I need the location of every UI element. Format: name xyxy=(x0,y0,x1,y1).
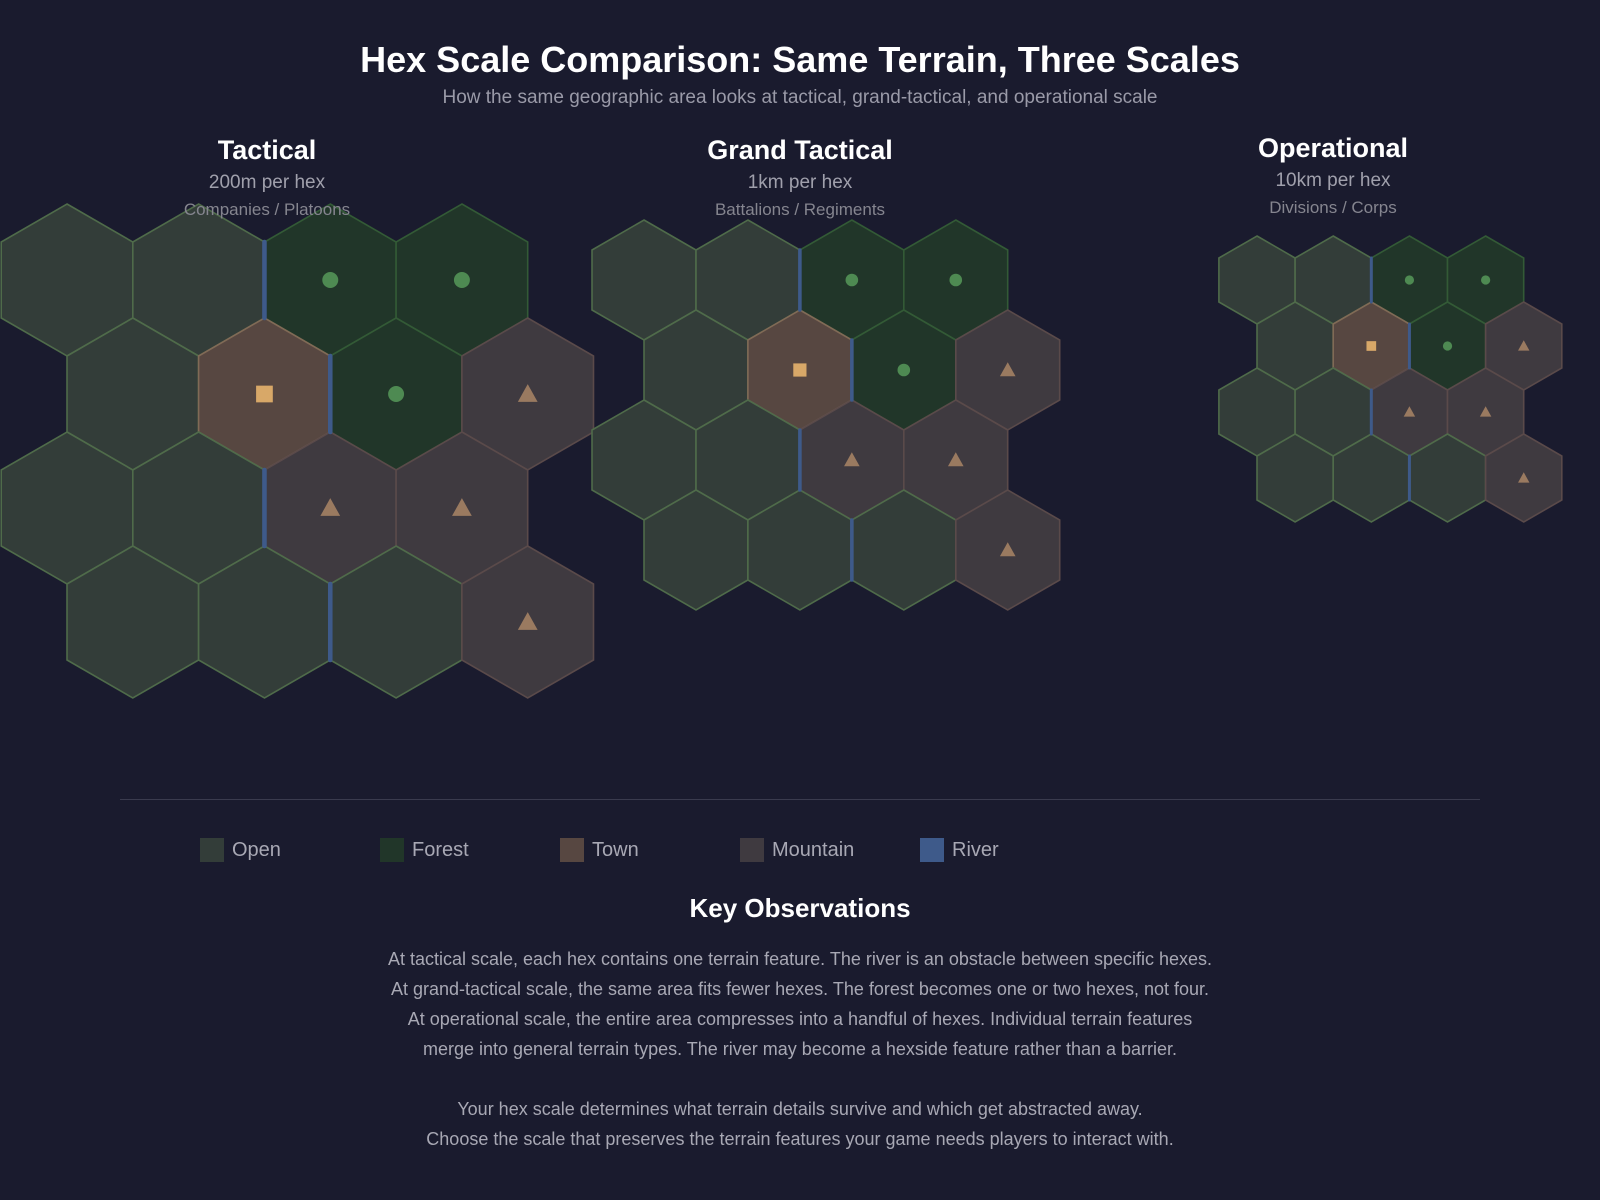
observation-line: At operational scale, the entire area co… xyxy=(407,1009,1193,1029)
panel-title: Grand Tactical xyxy=(707,135,893,165)
forest-marker-icon xyxy=(1481,275,1491,285)
mountain-marker-icon xyxy=(517,612,538,630)
mountain-marker-icon xyxy=(517,384,538,402)
panel-scale: 200m per hex xyxy=(208,172,326,193)
observations-title: Key Observations xyxy=(689,893,911,923)
tactical-hex-grid xyxy=(0,203,595,699)
legend-swatch xyxy=(560,838,584,862)
forest-marker-icon xyxy=(322,272,339,288)
forest-marker-icon xyxy=(949,273,963,287)
town-marker-icon xyxy=(256,385,273,403)
hex-maps xyxy=(0,203,1563,699)
legend-item-open: Open xyxy=(200,838,281,862)
mountain-marker-icon xyxy=(452,498,472,516)
mountain-marker-icon xyxy=(320,498,341,516)
forest-marker-icon xyxy=(845,273,859,287)
forest-marker-icon xyxy=(388,386,405,402)
panel-units: Companies / Platoons xyxy=(183,200,351,219)
legend-swatch xyxy=(740,838,764,862)
tactical-panel-header: Tactical 200m per hex Companies / Platoo… xyxy=(87,134,447,221)
legend-label: Mountain xyxy=(772,839,855,861)
observation-line: merge into general terrain types. The ri… xyxy=(422,1039,1178,1059)
panel-scale: 10km per hex xyxy=(1275,170,1391,191)
forest-marker-icon xyxy=(453,272,470,288)
grand-tactical-panel-header: Grand Tactical 1km per hex Battalions / … xyxy=(620,134,980,221)
observation-line: At grand-tactical scale, the same area f… xyxy=(390,979,1210,999)
observation-line: At tactical scale, each hex contains one… xyxy=(387,949,1213,969)
legend-label: Open xyxy=(232,839,281,861)
closing-line: Choose the scale that preserves the terr… xyxy=(426,1129,1174,1149)
town-marker-icon xyxy=(793,363,807,377)
legend-item-mountain: Mountain xyxy=(740,838,854,862)
mountain-marker-icon xyxy=(1518,340,1530,351)
mountain-marker-icon xyxy=(947,452,964,467)
panel-title: Operational xyxy=(1257,133,1409,163)
operational-panel-header: Operational 10km per hex Divisions / Cor… xyxy=(1153,132,1513,219)
panel-title: Tactical xyxy=(217,135,317,165)
legend-item-town: Town xyxy=(560,838,639,862)
legend-swatch xyxy=(200,838,224,862)
mountain-marker-icon xyxy=(1403,406,1416,417)
grand-tactical-hex-grid xyxy=(591,219,1061,611)
town-marker-icon xyxy=(1366,341,1377,351)
panel-units: Battalions / Regiments xyxy=(714,200,886,219)
legend-label: Forest xyxy=(412,839,469,861)
legend-item-forest: Forest xyxy=(380,838,469,862)
page-subtitle: How the same geographic area looks at ta… xyxy=(442,87,1158,108)
panel-scale: 1km per hex xyxy=(747,172,853,193)
forest-marker-icon xyxy=(1404,275,1415,285)
forest-marker-icon xyxy=(897,363,911,377)
legend-label: Town xyxy=(592,839,639,861)
mountain-marker-icon xyxy=(1479,406,1492,417)
mountain-marker-icon xyxy=(999,362,1016,377)
legend-swatch xyxy=(920,838,944,862)
legend-item-river: River xyxy=(920,838,999,862)
mountain-marker-icon xyxy=(999,542,1016,557)
mountain-marker-icon xyxy=(844,452,860,467)
section-divider xyxy=(120,799,1480,800)
mountain-marker-icon xyxy=(1518,472,1530,483)
closing-line: Your hex scale determines what terrain d… xyxy=(457,1099,1143,1119)
operational-hex-grid xyxy=(1218,235,1563,523)
forest-marker-icon xyxy=(1442,341,1453,351)
page-title: Hex Scale Comparison: Same Terrain, Thre… xyxy=(360,39,1240,80)
legend-label: River xyxy=(952,839,999,861)
panel-units: Divisions / Corps xyxy=(1269,198,1397,217)
legend-swatch xyxy=(380,838,404,862)
